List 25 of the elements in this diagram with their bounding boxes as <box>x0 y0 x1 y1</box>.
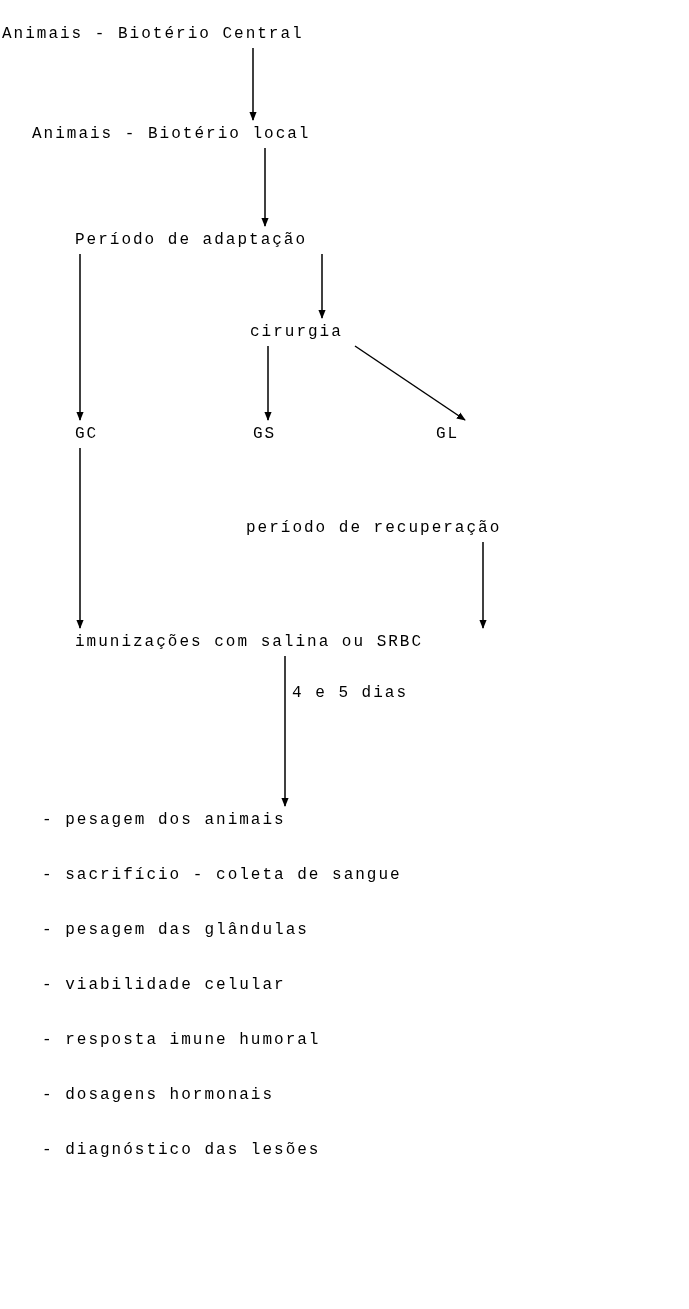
arrow <box>261 147 269 227</box>
arrow <box>76 447 84 629</box>
node-text: GC <box>75 425 99 443</box>
arrow <box>281 655 289 807</box>
list-item: - sacrifício - coleta de sangue <box>42 865 402 886</box>
node-text: Animais - Biotério Central <box>2 25 304 43</box>
list-item: - viabilidade celular <box>42 975 287 996</box>
list-item: - pesagem das glândulas <box>42 920 310 941</box>
arrow <box>249 47 257 121</box>
node-text: GL <box>436 425 460 443</box>
node-text: imunizações com salina ou SRBC <box>75 633 424 651</box>
arrow <box>354 345 466 421</box>
arrow <box>264 345 272 421</box>
node-text: GS <box>253 425 277 443</box>
list-item: - dosagens hormonais <box>42 1085 276 1106</box>
node-text: cirurgia <box>250 323 343 341</box>
arrow <box>479 541 487 629</box>
arrow <box>318 253 326 319</box>
node-text: Período de adaptação <box>75 231 308 249</box>
list-item: - pesagem dos animais <box>42 810 287 831</box>
node-text: Animais - Biotério local <box>32 125 311 143</box>
arrow <box>76 253 84 421</box>
list-item: - diagnóstico das lesões <box>42 1140 322 1161</box>
node-text: período de recuperação <box>246 519 502 537</box>
list-item: - resposta imune humoral <box>42 1030 322 1051</box>
